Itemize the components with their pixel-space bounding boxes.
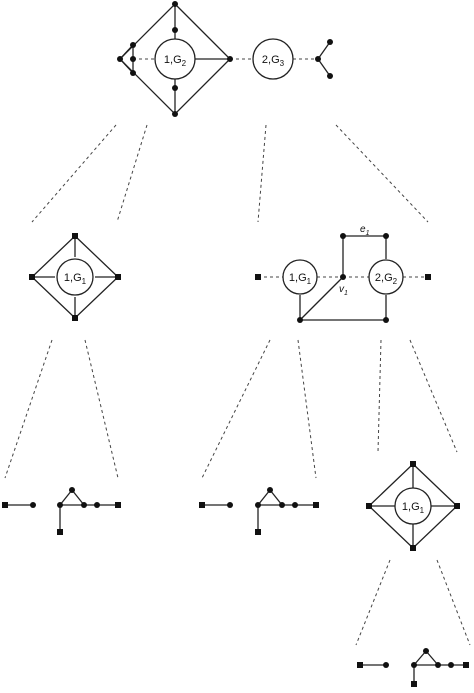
l2-right-node-1-circle — [282, 259, 318, 295]
l2-right-node-2-circle — [368, 259, 404, 295]
root-node-1-circle — [154, 38, 196, 80]
leaf-graph-1a — [2, 502, 36, 508]
l2-left-node-circle — [56, 258, 94, 296]
level2-left-graph: 1,G1 — [29, 233, 121, 321]
l2-left-node-label: 1,G1 — [64, 272, 87, 286]
tree-edges-level-3 — [355, 559, 471, 646]
leaf-graph-2b — [255, 487, 319, 535]
root-node-1-label: 1,G2 — [164, 54, 187, 68]
leaf-graph-3a — [357, 662, 389, 668]
leaf-graph-2a — [199, 502, 233, 508]
tree-edges-level-2 — [4, 339, 458, 479]
level3-right-graph: 1,G1 — [366, 461, 460, 551]
l2-right-node-2-label: 2,G2 — [375, 272, 398, 286]
root-node-2-label: 2,G3 — [262, 54, 285, 68]
vertex-label-v1: v1 — [339, 284, 348, 297]
root-graph: 1,G2 2,G3 — [117, 1, 333, 117]
l3-node-label: 1,G1 — [402, 501, 425, 515]
l3-node-circle — [394, 487, 432, 525]
leaf-graph-1b — [57, 487, 121, 535]
l2-right-node-1-label: 1,G1 — [289, 272, 312, 286]
tree-edges-level-1 — [31, 124, 429, 223]
edge-label-e1: e1 — [360, 224, 370, 237]
leaf-graph-3b — [411, 648, 469, 687]
level2-right-graph: 1,G1 2,G2 e1 v1 — [255, 224, 431, 323]
root-node-2-circle — [252, 38, 294, 80]
